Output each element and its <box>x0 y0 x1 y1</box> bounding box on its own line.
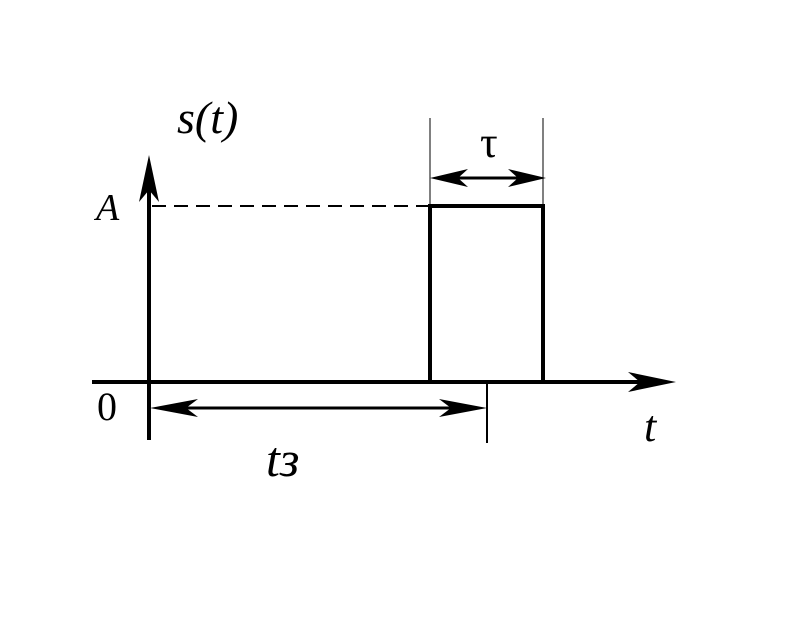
tau-dimension-arrow <box>430 169 546 187</box>
x-axis-arrowhead <box>628 372 676 392</box>
x-axis <box>92 372 676 392</box>
time-axis-label: t <box>644 402 658 451</box>
y-axis-arrowhead <box>139 155 159 202</box>
amplitude-label: A <box>93 187 120 229</box>
delay-dimension-arrow <box>150 399 487 417</box>
rectangular-pulse <box>428 204 545 382</box>
pulse-width-label: τ <box>480 118 498 167</box>
origin-label: 0 <box>97 384 117 429</box>
signal-label: s(t) <box>177 92 238 143</box>
delay-label: tз <box>266 431 299 487</box>
y-axis <box>139 155 159 440</box>
